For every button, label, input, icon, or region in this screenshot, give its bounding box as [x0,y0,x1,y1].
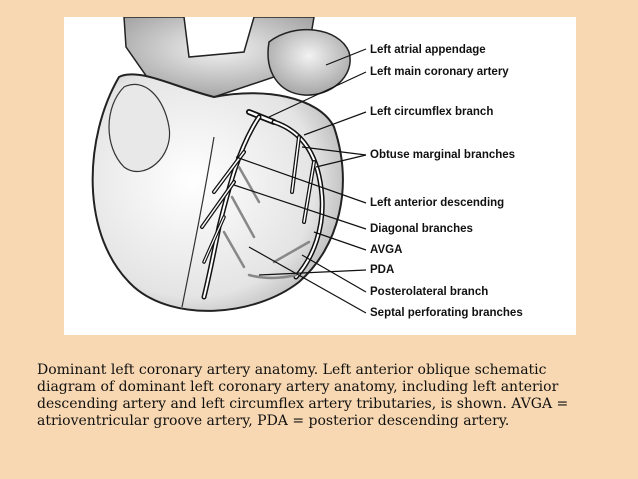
interventricular-groove [181,136,215,308]
figure-caption: Dominant left coronary artery anatomy. L… [37,362,569,429]
label-avga: AVGA [370,244,403,256]
label-posterolateral-branch: Posterolateral branch [370,286,489,298]
label-left-main-coronary-artery: Left main coronary artery [370,66,509,78]
label-left-circumflex-branch: Left circumflex branch [370,106,494,118]
leader-lines [233,48,367,314]
label-pda: PDA [370,264,395,276]
left-atrial-appendage-shape [267,29,351,96]
label-diagonal-branches: Diagonal branches [370,223,473,235]
right-atrium-shape [108,83,171,173]
heart-diagram: Left atrial appendage Left main coronary… [64,17,576,335]
coronary-arteries [200,109,325,300]
label-left-atrial-appendage: Left atrial appendage [370,44,486,56]
label-obtuse-marginal-branches: Obtuse marginal branches [370,149,516,161]
heart-illustration [91,17,367,314]
label-left-anterior-descending: Left anterior descending [370,197,505,209]
label-septal-perforating-branches: Septal perforating branches [370,307,523,319]
